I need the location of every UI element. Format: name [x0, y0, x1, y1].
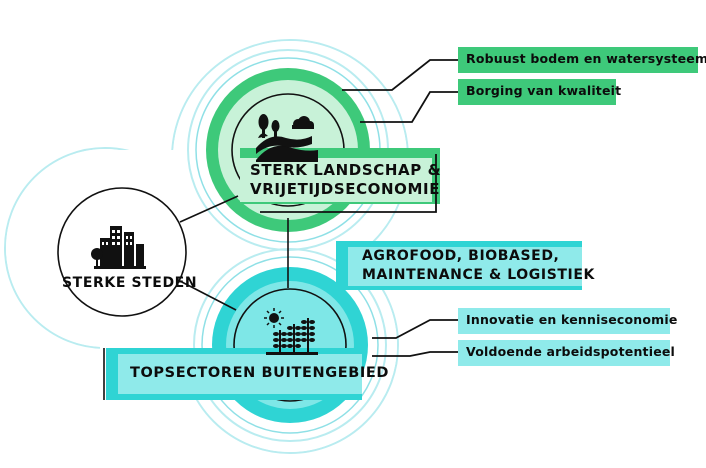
sectors-line1: AGROFOOD, BIOBASED,: [362, 248, 560, 264]
sectors-box-inner: [348, 247, 582, 286]
landscape-icon: [256, 114, 318, 162]
tag-innovatie: Innovatie en kenniseconomie: [458, 308, 677, 334]
topsectors-tag-connectors: [372, 319, 458, 357]
tag-arbeidspotentieel: Voldoende arbeidspotentieel: [458, 340, 675, 366]
cities-label: STERKE STEDEN: [62, 275, 198, 291]
topsectors-label: TOPSECTOREN BUITENGEBIED: [130, 365, 390, 381]
sectors-line2: MAINTENANCE & LOGISTIEK: [362, 267, 595, 283]
city-icon: [91, 226, 146, 269]
topsectors-label-box: [103, 348, 362, 400]
landscape-tag-connectors: [342, 59, 458, 123]
tag-robuust-bodem: Robuust bodem en watersysteem: [458, 47, 706, 73]
crops-sun-icon: [264, 308, 318, 355]
node-connectors: [177, 195, 289, 311]
tag-borging-kwaliteit: Borging van kwaliteit: [458, 79, 621, 105]
landscape-label-line1: STERK LANDSCHAP &: [250, 161, 442, 179]
landscape-label-line2: VRIJETIJDSECONOMIE: [250, 180, 441, 198]
